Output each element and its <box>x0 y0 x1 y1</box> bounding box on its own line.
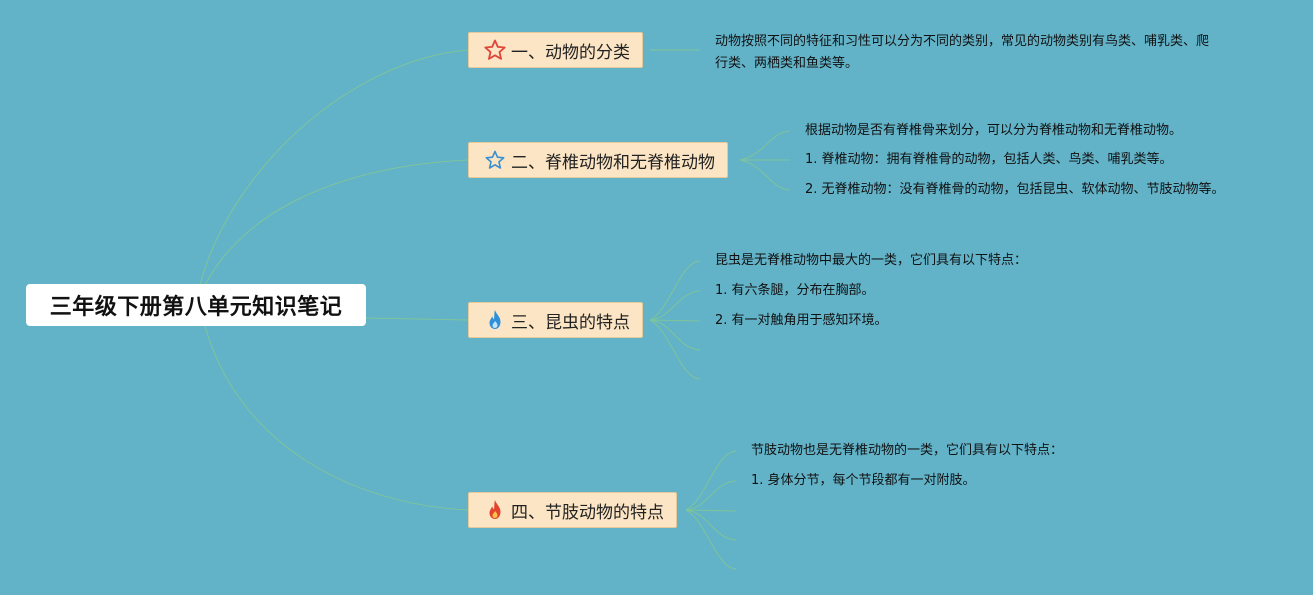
link-branch-4-empty-3 <box>685 509 737 570</box>
branch-title: 一、动物的分类 <box>511 42 630 63</box>
branch-3-leaf-1: 昆虫是无脊椎动物中最大的一类，它们具有以下特点： <box>715 253 1028 268</box>
branch-topic-2[interactable]: 二、脊椎动物和无脊椎动物 <box>468 142 728 178</box>
link-root-branch-2 <box>204 159 469 286</box>
branch-title: 三、昆虫的特点 <box>511 312 630 333</box>
branch-title: 二、脊椎动物和无脊椎动物 <box>511 152 715 173</box>
link-branch-3-empty-2 <box>649 319 701 380</box>
branch-2-leaf-1: 根据动物是否有脊椎骨来划分，可以分为脊椎动物和无脊椎动物。 <box>805 123 1183 138</box>
flame-red-icon <box>483 498 507 522</box>
root-title: 三年级下册第八单元知识笔记 <box>49 295 343 320</box>
link-root-branch-3 <box>365 317 469 321</box>
star-outline-red-icon <box>483 38 507 62</box>
link-branch-3-empty-1 <box>649 319 701 351</box>
branch-4-leaf-2: 1. 身体分节，每个节段都有一对附肢。 <box>751 473 976 488</box>
branch-3-leaf-2: 1. 有六条腿，分布在胸部。 <box>715 283 875 298</box>
branch-2-leaf-3: 2. 无脊椎动物：没有脊椎骨的动物，包括昆虫、软体动物、节肢动物等。 <box>805 182 1225 197</box>
link-root-branch-4 <box>204 325 469 511</box>
link-root-branch-1 <box>199 49 469 286</box>
link-branch-3-leaf-2 <box>649 290 701 321</box>
branch-topic-3[interactable]: 三、昆虫的特点 <box>468 302 643 338</box>
branch-title: 四、节肢动物的特点 <box>511 502 664 523</box>
link-branch-4-leaf-2 <box>685 480 737 511</box>
link-branch-2-leaf-3 <box>739 159 791 191</box>
branch-3-leaf-3: 2. 有一对触角用于感知环境。 <box>715 313 888 328</box>
root-topic[interactable]: 三年级下册第八单元知识笔记 <box>26 284 366 326</box>
link-branch-4-empty-1 <box>685 509 737 512</box>
link-branch-3-leaf-3 <box>649 319 701 322</box>
link-branch-3-leaf-1 <box>649 260 701 321</box>
link-branch-2-leaf-1 <box>739 130 791 161</box>
link-branch-4-empty-2 <box>685 509 737 541</box>
branch-2-leaf-2: 1. 脊椎动物：拥有脊椎骨的动物，包括人类、鸟类、哺乳类等。 <box>805 152 1173 167</box>
flame-blue-icon <box>483 308 507 332</box>
branch-topic-1[interactable]: 一、动物的分类 <box>468 32 643 68</box>
link-branch-4-leaf-1 <box>685 450 737 511</box>
branch-4-leaf-1: 节肢动物也是无脊椎动物的一类，它们具有以下特点： <box>751 443 1064 458</box>
branch-topic-4[interactable]: 四、节肢动物的特点 <box>468 492 677 528</box>
star-outline-blue-icon <box>483 148 507 172</box>
branch-1-leaf-1: 动物按照不同的特征和习性可以分为不同的类别，常见的动物类别有鸟类、哺乳类、爬行类… <box>715 34 1210 71</box>
